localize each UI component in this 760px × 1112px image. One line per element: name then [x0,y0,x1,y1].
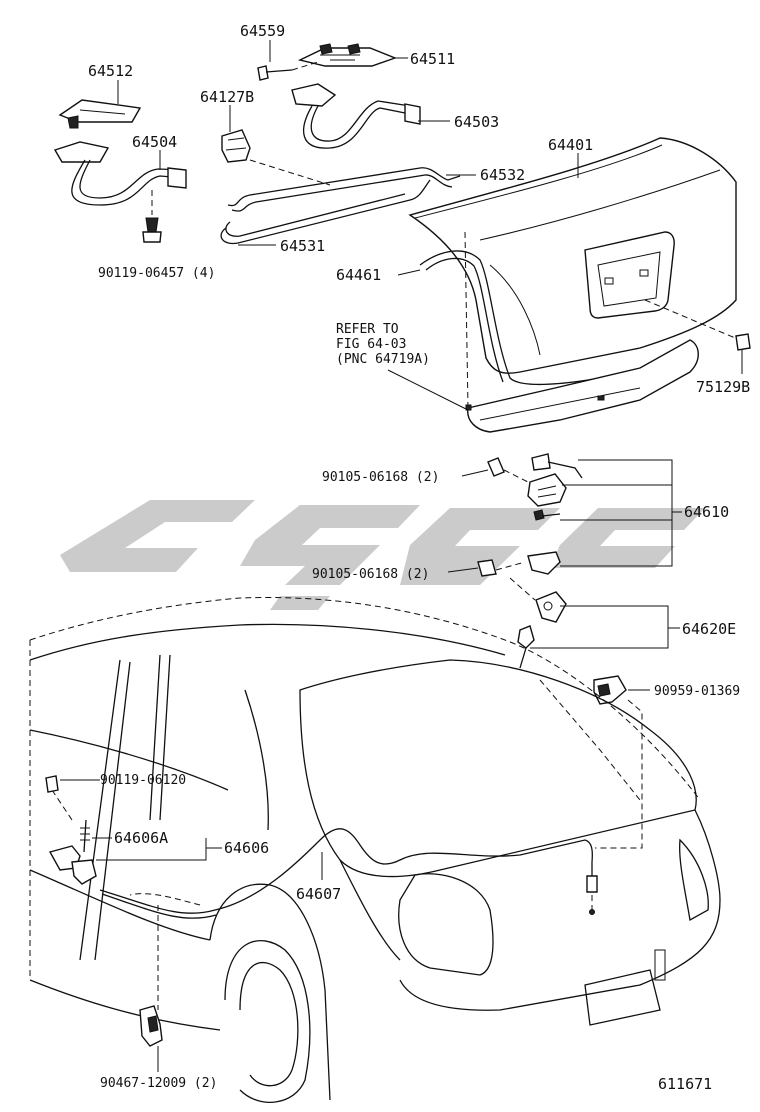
watermark-logo [60,500,705,610]
switch-90959-01369 [593,675,627,705]
callout-64461: 64461 [336,266,381,284]
torsion-bar-64531 [220,179,431,245]
callout-90119-06457: 90119-06457 (4) [98,266,215,281]
callout-64606: 64606 [224,839,269,857]
clip-75129B [644,299,751,351]
torsion-bar-64532 [227,167,461,212]
lock-cylinder-64620E [517,591,567,669]
reference-note-line-1: REFER TO [336,322,399,337]
callout-64503: 64503 [454,113,499,131]
callout-labels: 64559 64511 64512 64127B 64503 64504 644… [88,22,750,1093]
bolt-90467-12009 [139,905,163,1047]
callout-90119-06120: 90119-06120 [100,773,186,788]
callout-64620E: 64620E [682,620,736,638]
callout-64127B: 64127B [200,88,254,106]
vehicle-outline [29,597,721,1103]
callout-64401: 64401 [548,136,593,154]
leader-lines [60,40,743,1072]
callout-75129B: 75129B [696,378,750,396]
callout-90105-06168-upper: 90105-06168 (2) [322,470,439,485]
callout-90105-06168-lower: 90105-06168 (2) [312,567,429,582]
callout-64504: 64504 [132,133,177,151]
opener-cable-64607 [99,828,598,919]
callout-64607: 64607 [296,885,341,903]
trunk-lid-64401 [408,137,737,374]
callout-64606A: 64606A [114,829,168,847]
hinge-arm-64504 [53,141,187,243]
hinge-arm-64503 [291,83,421,149]
figure-number: 611671 [658,1075,712,1093]
reference-note-line-2: FIG 64-03 [336,337,406,352]
callout-64532: 64532 [480,166,525,184]
callout-64511: 64511 [410,50,455,68]
callout-90467-12009: 90467-12009 (2) [100,1076,217,1091]
reference-note-line-3: (PNC 64719A) [336,352,430,367]
trunk-trim-panel [465,339,699,433]
dash-link-lines [129,679,643,906]
bolt-64559 [257,61,319,81]
callout-64531: 64531 [280,237,325,255]
hinge-64512 [58,99,142,129]
weatherstrip-64461 [419,231,601,409]
callout-64559: 64559 [240,22,285,40]
callout-64610: 64610 [684,503,729,521]
callout-64512: 64512 [88,62,133,80]
lock-assembly-64610 [477,453,583,601]
opener-lever-64606 [45,775,97,885]
callout-90959-01369: 90959-01369 [654,684,740,699]
bumper-64127B [221,129,331,186]
